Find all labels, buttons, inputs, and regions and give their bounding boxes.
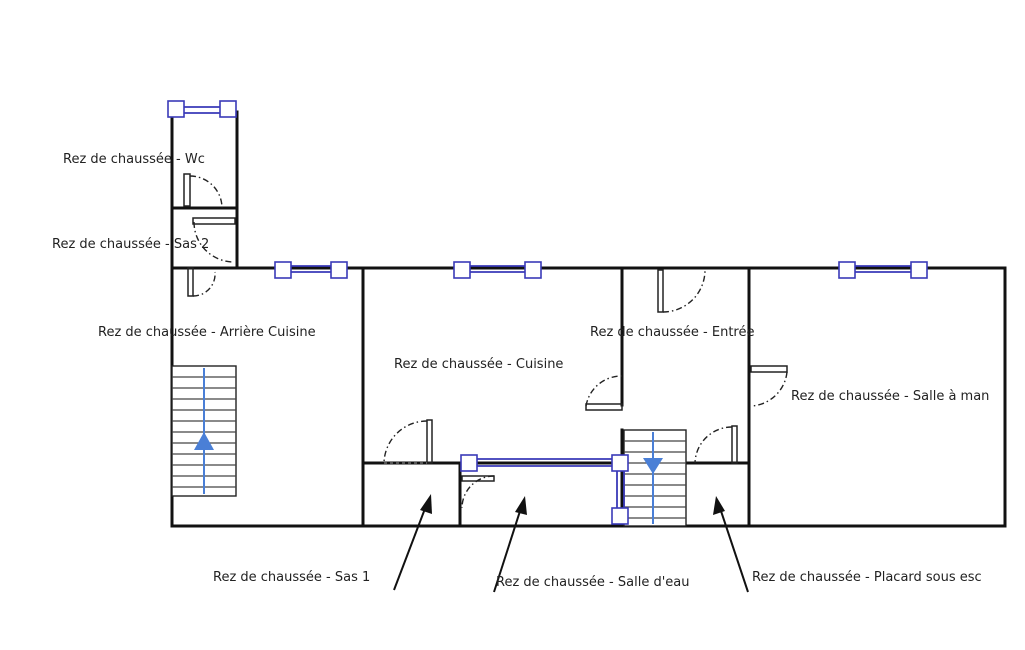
window-handle[interactable]	[453, 261, 471, 279]
window-handle[interactable]	[274, 261, 292, 279]
room-label-wc: Rez de chaussée - Wc	[63, 152, 205, 167]
window-cuisine	[453, 261, 542, 279]
room-label-cuisine: Rez de chaussée - Cuisine	[394, 357, 564, 372]
door-cuisine-entree	[585, 375, 623, 411]
door-sas2	[187, 217, 236, 297]
window-salle	[838, 261, 928, 279]
leader-placard	[713, 496, 749, 593]
arrow-down-icon	[643, 458, 663, 474]
door-salle	[750, 365, 788, 407]
wall-handle[interactable]	[611, 454, 629, 472]
room-label-salle-a-manger: Rez de chaussée - Salle à man	[791, 389, 990, 404]
room-label-entree: Rez de chaussée - Entrée	[590, 325, 755, 340]
room-label-placard: Rez de chaussée - Placard sous esc	[752, 570, 982, 585]
wall-handle[interactable]	[611, 507, 629, 525]
door-placard	[694, 425, 738, 464]
window-wc	[167, 100, 237, 118]
wall-handle[interactable]	[460, 454, 478, 472]
room-label-sas1: Rez de chaussée - Sas 1	[213, 570, 371, 585]
leader-salle-deau	[493, 496, 527, 593]
door-wc	[183, 173, 223, 209]
window-handle[interactable]	[838, 261, 856, 279]
door-salle-deau	[461, 475, 495, 509]
window-handle[interactable]	[524, 261, 542, 279]
window-arriere-cuisine	[274, 261, 348, 279]
window-handle[interactable]	[330, 261, 348, 279]
room-label-arriere-cuisine: Rez de chaussée - Arrière Cuisine	[98, 325, 316, 340]
window-handle[interactable]	[219, 100, 237, 118]
window-handle[interactable]	[910, 261, 928, 279]
walls	[170, 110, 1007, 528]
room-label-salle-deau: Rez de chaussée - Salle d'eau	[496, 575, 690, 590]
arrow-up-icon	[194, 432, 214, 450]
door-entree	[657, 269, 706, 313]
window-handle[interactable]	[167, 100, 185, 118]
leader-sas1	[393, 494, 432, 591]
door-sas1	[383, 419, 433, 464]
stair-down	[623, 429, 687, 527]
selected-wall	[460, 454, 629, 525]
room-label-sas2: Rez de chaussée - Sas 2	[52, 237, 210, 252]
stair-up	[171, 365, 237, 497]
